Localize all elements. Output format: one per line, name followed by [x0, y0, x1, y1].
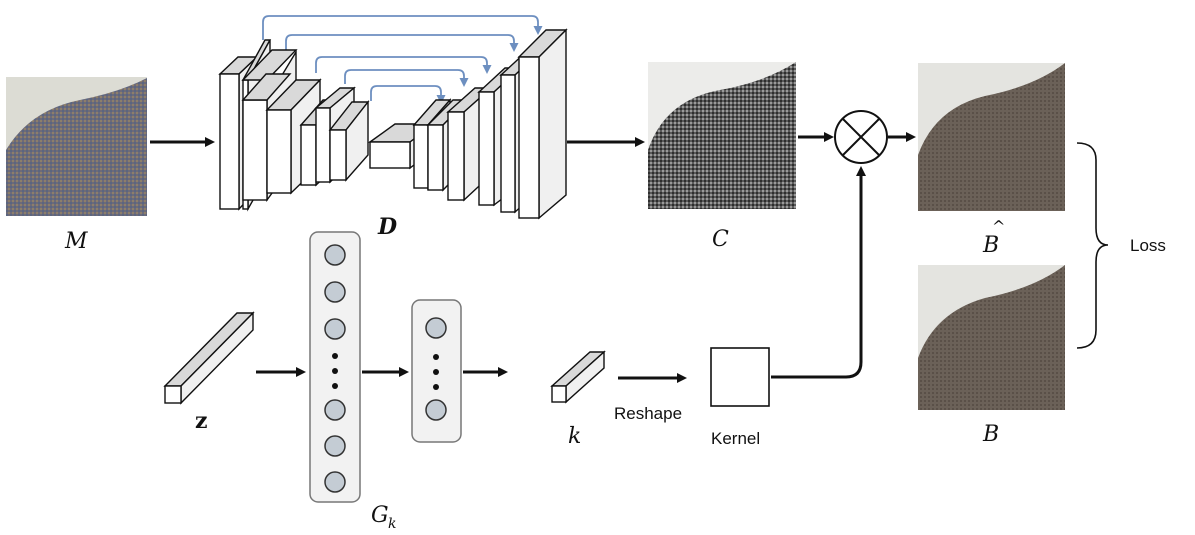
- unet-network-d: [218, 15, 568, 220]
- label-m: M: [64, 229, 88, 254]
- label-z: z: [195, 408, 208, 434]
- kernel-square: [710, 347, 770, 407]
- label-kernel: Kernel: [711, 429, 760, 448]
- arrow-kernel-to-multiply: [771, 166, 866, 379]
- label-reshape: Reshape: [614, 404, 682, 423]
- loss-brace: [1076, 142, 1109, 349]
- latent-vector-z: [163, 311, 255, 405]
- svg-text:B: B: [982, 233, 999, 258]
- generator-layer-2: [411, 299, 462, 443]
- svg-text:k: k: [388, 516, 396, 532]
- clean-image-c: [648, 62, 796, 209]
- circled-times-icon: [834, 110, 888, 164]
- label-c: C: [712, 227, 729, 252]
- input-image-m: [6, 77, 147, 216]
- blurred-image-b: [918, 265, 1065, 410]
- generator-layer-1: [309, 231, 361, 503]
- svg-text:^: ^: [992, 217, 1005, 236]
- label-b: B: [982, 422, 999, 447]
- predicted-blurred-image: [918, 63, 1065, 211]
- kernel-vector-k: [550, 350, 606, 404]
- label-gk: G k: [371, 503, 396, 532]
- svg-text:G: G: [371, 503, 389, 528]
- label-loss: Loss: [1130, 236, 1166, 255]
- label-b-hat: B ^: [982, 217, 1005, 258]
- label-k: k: [568, 424, 581, 449]
- label-d: D: [377, 214, 397, 240]
